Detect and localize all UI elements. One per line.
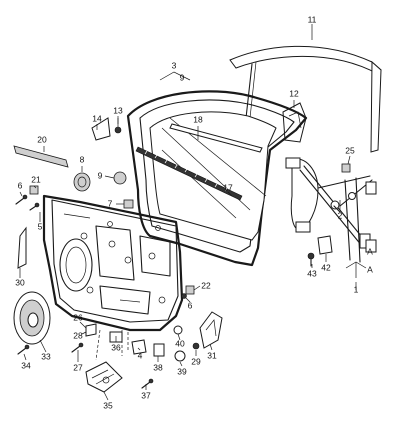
callout-30: 30 <box>15 277 25 287</box>
part-screw-29 <box>192 342 200 350</box>
callout-26: 26 <box>73 312 83 322</box>
part-screw-5 <box>29 202 40 211</box>
callout-29: 29 <box>191 356 201 366</box>
part-plug-40 <box>173 325 183 335</box>
callout-43: 43 <box>307 268 317 278</box>
callout-18: 18 <box>193 114 203 124</box>
callout-37: 37 <box>141 390 151 400</box>
callout-9-top: 9 <box>180 72 185 82</box>
callout-27: 27 <box>73 362 83 372</box>
part-seal-strip-30 <box>17 226 27 269</box>
guide-lines <box>95 329 129 361</box>
callout-5: 5 <box>38 221 43 231</box>
part-handle-31 <box>199 311 223 349</box>
callout-13: 13 <box>113 105 123 115</box>
part-window-motor-35 <box>85 361 123 393</box>
callout-42: 42 <box>321 262 331 272</box>
callout-35: 35 <box>103 400 113 410</box>
callout-14: 14 <box>92 113 102 123</box>
callout-6-left: 6 <box>18 180 23 190</box>
part-screw-27 <box>71 342 84 353</box>
callout-4: 4 <box>138 350 143 360</box>
part-screw-43 <box>307 252 315 267</box>
callout-28: 28 <box>73 330 83 340</box>
part-screw-2 <box>333 205 341 213</box>
marker-a-right <box>345 239 377 278</box>
part-clip-22 <box>185 285 195 295</box>
part-tweeter-9 <box>113 171 127 185</box>
marker-a-box: A <box>367 246 373 256</box>
part-plug-39 <box>174 350 186 362</box>
part-screw-6-right <box>181 293 187 299</box>
part-clip-28 <box>85 323 97 337</box>
part-bracket-42 <box>317 235 333 255</box>
part-corner-cover <box>91 117 111 141</box>
part-speaker-33 <box>13 291 51 345</box>
callout-2: 2 <box>338 210 343 220</box>
callout-9: 9 <box>98 170 103 180</box>
callout-6-right: 6 <box>188 300 193 310</box>
part-screw-37 <box>141 378 154 389</box>
callout-7: 7 <box>108 198 113 208</box>
callout-17: 17 <box>223 182 233 192</box>
marker-a-label: A <box>367 264 373 274</box>
callout-31: 31 <box>207 350 217 360</box>
callout-12: 12 <box>289 88 299 98</box>
leader-lines <box>19 24 357 401</box>
callout-25: 25 <box>345 145 355 155</box>
part-clip-25 <box>341 163 351 173</box>
part-clip-38 <box>153 343 165 357</box>
callout-33: 33 <box>41 351 51 361</box>
part-belt-moulding <box>135 146 243 201</box>
callout-20: 20 <box>37 134 47 144</box>
callout-22: 22 <box>201 280 211 290</box>
part-window-channel-trim <box>229 45 382 153</box>
callout-34: 34 <box>21 360 31 370</box>
callout-3: 3 <box>172 60 177 70</box>
part-bracket-4 <box>131 339 147 355</box>
callout-bracket-3 <box>159 71 191 81</box>
part-door-window-frame <box>126 90 308 267</box>
callout-8: 8 <box>80 154 85 164</box>
part-inner-window-strip <box>169 123 263 153</box>
callout-38: 38 <box>153 362 163 372</box>
callout-40: 40 <box>175 338 185 348</box>
part-door-inner-panel <box>42 194 184 332</box>
part-window-regulator <box>285 157 377 263</box>
part-mirror-bracket <box>282 102 307 143</box>
part-clip-7 <box>123 199 134 209</box>
callout-36: 36 <box>111 342 121 352</box>
part-clip-21 <box>29 185 39 195</box>
part-grommet-8 <box>73 172 91 192</box>
callout-1: 1 <box>354 284 359 294</box>
part-trim-strip <box>13 145 69 168</box>
part-screw-6-left <box>15 194 28 205</box>
part-screw-34 <box>17 344 30 355</box>
callout-11: 11 <box>308 14 317 24</box>
callout-39: 39 <box>177 366 187 376</box>
callout-21: 21 <box>31 174 41 184</box>
